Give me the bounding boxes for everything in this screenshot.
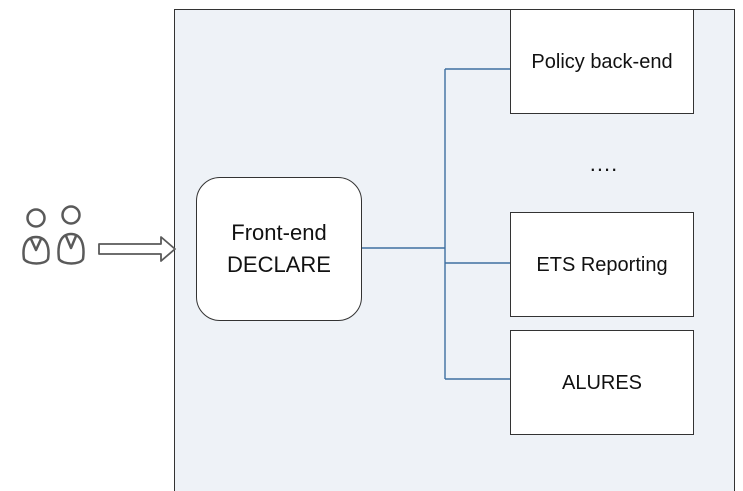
ets-reporting-box: ETS Reporting bbox=[510, 212, 694, 317]
alures-label: ALURES bbox=[561, 371, 643, 394]
policy-back-end-box: Policy back-end bbox=[510, 9, 694, 114]
front-end-label: Front-end bbox=[231, 220, 327, 246]
front-end-declare-box: Front-end DECLARE bbox=[196, 177, 362, 321]
declare-label: DECLARE bbox=[227, 252, 331, 277]
right-arrow-icon bbox=[98, 236, 176, 262]
users-icon bbox=[22, 205, 85, 265]
alures-box: ALURES bbox=[510, 330, 694, 435]
policy-back-end-label: Policy back-end bbox=[531, 50, 673, 73]
more-services-ellipsis: .... bbox=[589, 151, 619, 176]
ets-reporting-label: ETS Reporting bbox=[536, 253, 668, 276]
